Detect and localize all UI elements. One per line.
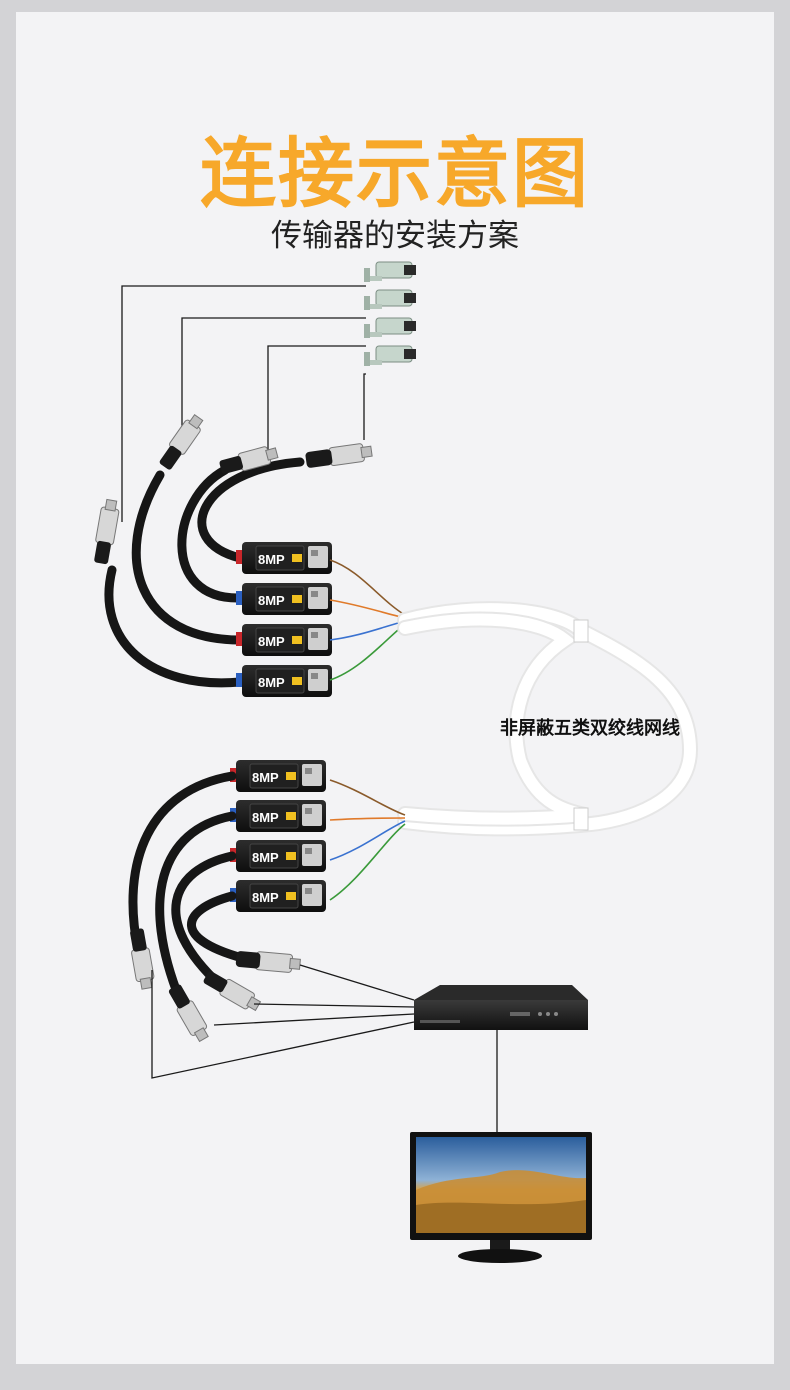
- balun-label: 8MP: [258, 675, 285, 690]
- page-background: [16, 12, 774, 1364]
- camera-icon: [364, 345, 416, 366]
- coax-cable-3: [177, 465, 245, 603]
- bnc-connector-icon: [159, 414, 204, 470]
- page-subtitle: 传输器的安装方案: [271, 218, 519, 254]
- balun-icon: 8MP: [236, 542, 332, 574]
- upper-coax-cables: [104, 457, 305, 688]
- bnc-connector-icon: [305, 443, 373, 468]
- network-cable: [397, 601, 699, 837]
- bnc-connector-icon: [94, 498, 120, 565]
- nvr-link-lines: [151, 964, 415, 1079]
- balun-label: 8MP: [252, 890, 279, 905]
- link-line-nvr1: [299, 964, 415, 1001]
- coax-cable-4: [197, 457, 305, 563]
- balun-label: 8MP: [258, 552, 285, 567]
- coax-cable-5: [128, 771, 237, 955]
- balun-icon: 8MP: [230, 880, 326, 912]
- balun-label: 8MP: [258, 634, 285, 649]
- page-title: 连接示意图: [200, 129, 590, 218]
- lower-coax-cables: [128, 771, 255, 1005]
- bnc-connector-icon: [203, 971, 262, 1012]
- bnc-connector-icon: [130, 928, 155, 990]
- upper-baluns: 8MP 8MP 8MP 8MP: [236, 542, 332, 697]
- coax-cable-2: [131, 470, 245, 645]
- bnc-connector-icon: [168, 984, 209, 1043]
- balun-label: 8MP: [252, 770, 279, 785]
- upper-bnc-connectors: [94, 414, 373, 565]
- camera-icon: [364, 289, 416, 310]
- nvr-icon: [414, 985, 588, 1030]
- coax-cable-6: [155, 811, 237, 1005]
- link-line-nvr2: [253, 1003, 415, 1008]
- link-line-cam3: [267, 345, 366, 454]
- upper-twisted-wires: [329, 559, 406, 681]
- lower-bnc-connectors: [130, 928, 301, 1043]
- link-line-cam4: [363, 373, 366, 440]
- balun-label: 8MP: [252, 850, 279, 865]
- camera-link-lines: [121, 285, 366, 522]
- balun-label: 8MP: [252, 810, 279, 825]
- balun-icon: 8MP: [230, 840, 326, 872]
- balun-icon: 8MP: [230, 760, 326, 792]
- balun-icon: 8MP: [236, 624, 332, 656]
- balun-label: 8MP: [258, 593, 285, 608]
- monitor-icon: [410, 1132, 592, 1263]
- link-line-nvr3: [213, 1013, 415, 1026]
- bnc-connector-icon: [219, 446, 279, 474]
- camera-icon: [364, 261, 416, 282]
- camera-icon: [364, 317, 416, 338]
- link-line-cam2: [181, 317, 366, 428]
- coax-cable-8: [187, 891, 255, 965]
- link-line-cam1: [121, 285, 366, 522]
- balun-icon: 8MP: [230, 800, 326, 832]
- bnc-connector-icon: [235, 951, 301, 973]
- camera-group: [364, 261, 416, 366]
- link-line-nvr4: [151, 970, 415, 1079]
- balun-icon: 8MP: [236, 665, 332, 697]
- cable-label: 非屏蔽五类双绞线网线: [500, 718, 680, 739]
- lower-baluns: 8MP 8MP 8MP 8MP: [230, 760, 326, 912]
- lower-twisted-wires: [329, 779, 406, 901]
- coax-cable-7: [171, 851, 237, 990]
- balun-icon: 8MP: [236, 583, 332, 615]
- coax-cable-1: [104, 565, 245, 688]
